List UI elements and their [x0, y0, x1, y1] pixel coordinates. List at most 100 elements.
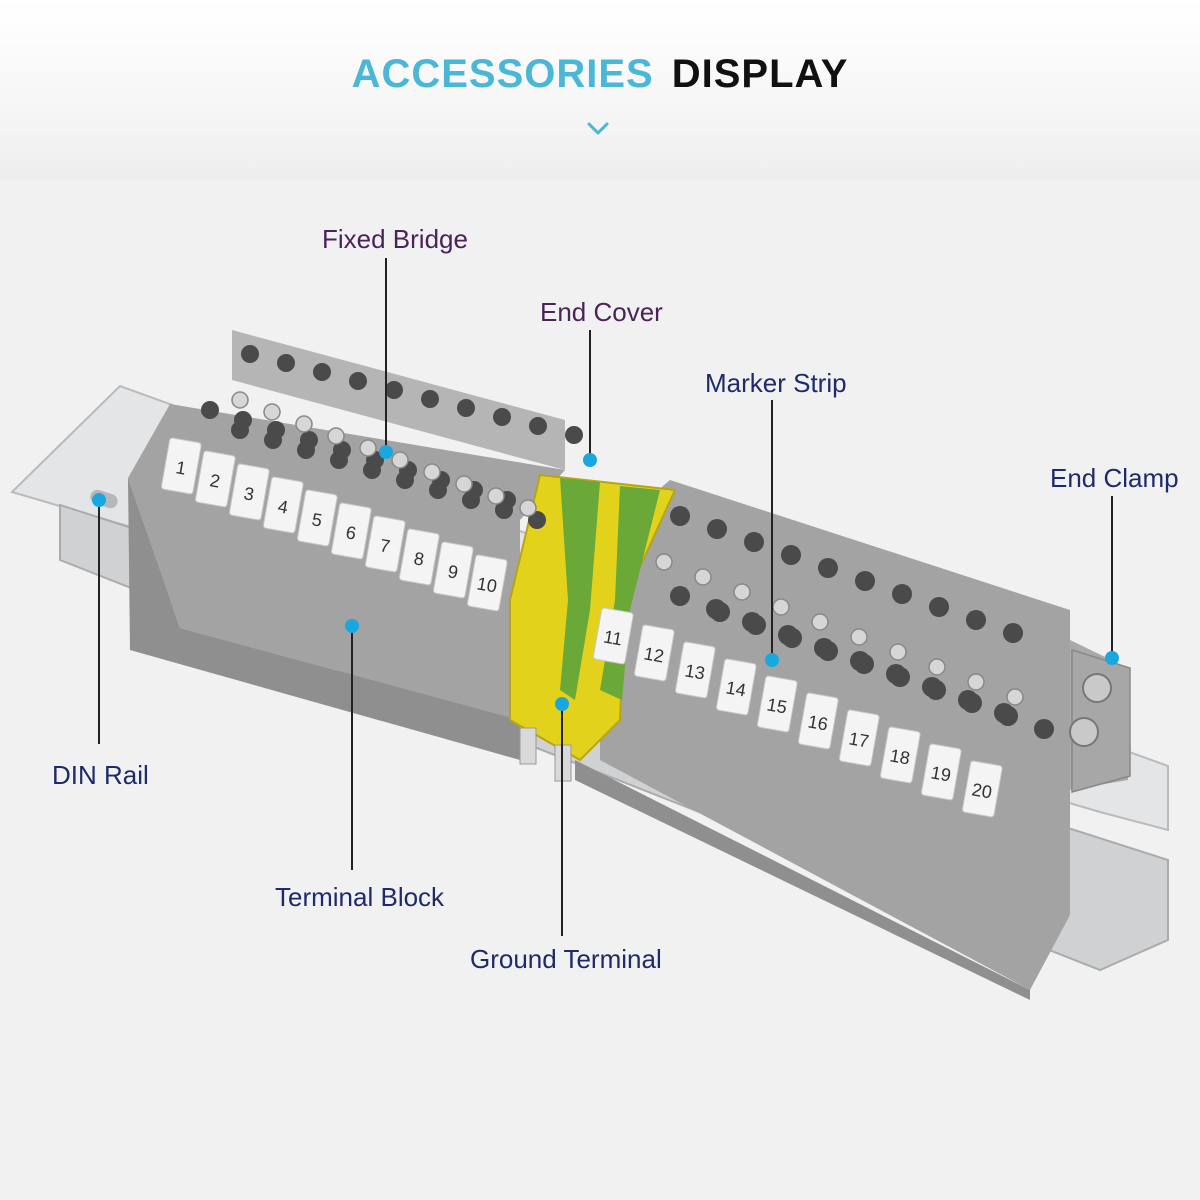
label-end-cover: End Cover: [540, 297, 663, 327]
socket-hole: [267, 421, 285, 439]
label-fixed-bridge: Fixed Bridge: [322, 224, 468, 254]
marker-tab: 14: [716, 658, 757, 716]
label-din-rail: DIN Rail: [52, 760, 149, 790]
socket-hole: [818, 558, 838, 578]
socket-hole: [529, 417, 547, 435]
marker-tab-face: [297, 489, 338, 547]
marker-number: 10: [475, 573, 498, 596]
bridge-screw: [928, 658, 946, 676]
bridge-screw: [811, 613, 829, 631]
marker-number: 20: [970, 779, 993, 802]
marker-tab-face: [880, 726, 921, 784]
marker-tab-face: [195, 450, 236, 508]
marker-number: 12: [642, 643, 665, 666]
bridge-screw: [519, 499, 537, 517]
socket-hole: [300, 431, 318, 449]
marker-tab: 2: [195, 450, 236, 508]
marker-tab-face: [675, 641, 716, 699]
socket-hole: [670, 586, 690, 606]
marker-tab: 10: [467, 554, 508, 612]
marker-tab: 5: [297, 489, 338, 547]
marker-tab: 13: [675, 641, 716, 699]
marker-number: 2: [208, 470, 221, 491]
marker-number: 13: [683, 660, 706, 683]
marker-tab: 16: [798, 692, 839, 750]
bridge-screw: [733, 583, 751, 601]
bridge-screw: [889, 643, 907, 661]
marker-number: 14: [724, 677, 747, 700]
marker-number: 11: [602, 626, 624, 649]
bridge-screw: [391, 451, 409, 469]
marker-tab: 1: [161, 437, 202, 495]
label-marker-strip: Marker Strip: [705, 368, 847, 398]
marker-number: 8: [412, 548, 425, 569]
callout-leaders: [98, 258, 1113, 936]
marker-tab-face: [399, 528, 440, 586]
socket-hole: [385, 381, 403, 399]
socket-hole: [850, 651, 870, 671]
marker-number: 6: [344, 522, 357, 543]
bridge-screw: [487, 487, 505, 505]
socket-hole: [742, 612, 762, 632]
socket-hole: [333, 441, 351, 459]
marker-number: 16: [806, 711, 829, 734]
socket-hole: [201, 401, 219, 419]
title-accent-word: ACCESSORIES: [351, 52, 654, 96]
marker-tab: 11: [593, 607, 634, 665]
bridge-screw: [1006, 688, 1024, 706]
marker-tab: 19: [921, 743, 962, 801]
marker-tab: 12: [634, 624, 675, 682]
socket-hole: [1003, 623, 1023, 643]
marker-tab-face: [365, 515, 406, 573]
socket-hole: [493, 408, 511, 426]
marker-number: 3: [242, 483, 255, 504]
marker-tab-face: [263, 476, 304, 534]
marker-tab-face: [798, 692, 839, 750]
marker-tab-face: [634, 624, 675, 682]
marker-tab-face: [331, 502, 372, 560]
socket-hole: [778, 625, 798, 645]
socket-hole: [958, 690, 978, 710]
marker-number: 5: [310, 509, 323, 530]
marker-tab-face: [229, 463, 270, 521]
marker-number: 9: [446, 561, 459, 582]
socket-hole: [565, 426, 583, 444]
marker-tab: 20: [962, 760, 1003, 818]
marker-number: 7: [378, 535, 391, 556]
bridge-screw: [359, 439, 377, 457]
socket-hole: [781, 545, 801, 565]
socket-hole: [670, 506, 690, 526]
socket-hole: [966, 610, 986, 630]
bridge-screw: [455, 475, 473, 493]
socket-hole: [241, 345, 259, 363]
marker-tab-face: [757, 675, 798, 733]
marker-number: 4: [276, 496, 289, 517]
marker-tab-face: [593, 607, 634, 665]
bridge-screw: [850, 628, 868, 646]
socket-hole: [1034, 719, 1054, 739]
socket-hole: [457, 399, 475, 417]
socket-hole: [892, 584, 912, 604]
marker-tab-face: [716, 658, 757, 716]
socket-hole: [814, 638, 834, 658]
marker-tab-face: [839, 709, 880, 767]
chevron-down-icon: [587, 122, 609, 135]
bridge-screw: [327, 427, 345, 445]
end-clamp: [1069, 648, 1131, 793]
socket-hole: [313, 363, 331, 381]
marker-tab: 7: [365, 515, 406, 573]
section-title: ACCESSORIES DISPLAY: [0, 52, 1200, 97]
header-band: ACCESSORIES DISPLAY: [0, 0, 1200, 180]
marker-tab: 9: [433, 541, 474, 599]
socket-hole: [855, 571, 875, 591]
bridge-screw: [231, 391, 249, 409]
socket-hole: [929, 597, 949, 617]
bridge-screw: [694, 568, 712, 586]
marker-tab: 4: [263, 476, 304, 534]
marker-number: 15: [765, 694, 788, 717]
title-main-word: DISPLAY: [671, 52, 849, 96]
socket-hole: [277, 354, 295, 372]
socket-holes-right: [670, 506, 1054, 739]
